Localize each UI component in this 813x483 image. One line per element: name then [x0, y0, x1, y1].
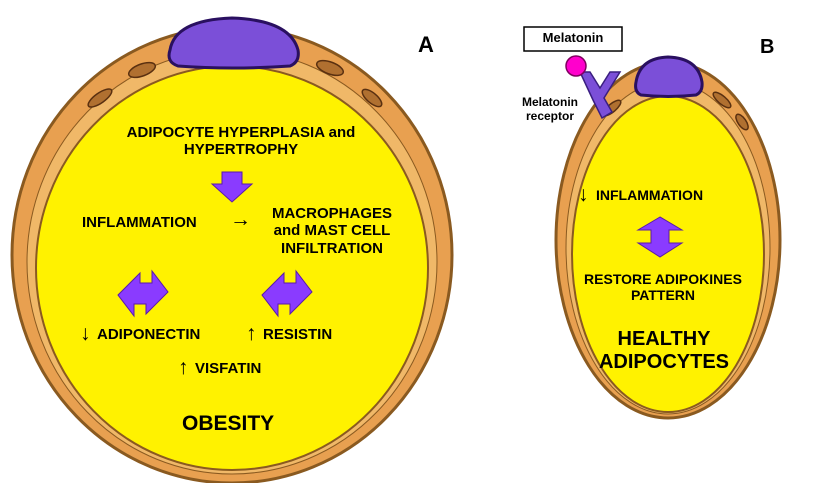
- panel-b-nucleus: [634, 55, 704, 98]
- melatonin-box: [523, 26, 623, 52]
- up-arrow-icon: ↑: [178, 356, 189, 379]
- panel-b-letter: B: [760, 36, 775, 58]
- down-arrow-icon: ↓: [80, 322, 91, 345]
- macrophages-label: MACROPHAGES and MAST CELL INFILTRATION: [271, 205, 392, 257]
- panel-a-adipocyte: [10, 16, 454, 483]
- melatonin-label: Melatonin: [542, 30, 604, 45]
- obesity-label: OBESITY: [182, 412, 275, 435]
- melatonin-ligand-icon: [565, 55, 587, 77]
- left-double-arrow: [117, 269, 169, 318]
- down-arrow-icon: ↓: [578, 183, 589, 206]
- healthy-label: HEALTHY ADIPOCYTES: [598, 328, 730, 373]
- inflammation-label-a: INFLAMMATION: [82, 214, 197, 231]
- panel-a-nucleus: [167, 16, 300, 70]
- melatonin-receptor-icon: [565, 55, 622, 120]
- panel-b-adipocyte: [554, 55, 782, 420]
- adiponectin-label: ADIPONECTIN: [97, 326, 201, 343]
- inflammation-label-b: INFLAMMATION: [596, 187, 704, 203]
- visfatin-label: VISFATIN: [195, 360, 262, 377]
- resistin-label: RESISTIN: [263, 326, 333, 343]
- receptor-label: Melatonin receptor: [522, 95, 578, 123]
- panel-a-organelles: [87, 59, 383, 108]
- restore-label: RESTORE ADIPOKINES PATTERN: [584, 271, 742, 304]
- down-block-arrow: [210, 171, 254, 203]
- panel-a-letter: A: [418, 32, 434, 57]
- hyperplasia-label: ADIPOCYTE HYPERPLASIA and HYPERTROPHY: [126, 124, 356, 159]
- up-arrow-icon: ↑: [246, 322, 257, 345]
- right-arrow-icon: →: [230, 208, 251, 231]
- vertical-double-arrow: [636, 216, 684, 258]
- right-double-arrow: [261, 269, 313, 318]
